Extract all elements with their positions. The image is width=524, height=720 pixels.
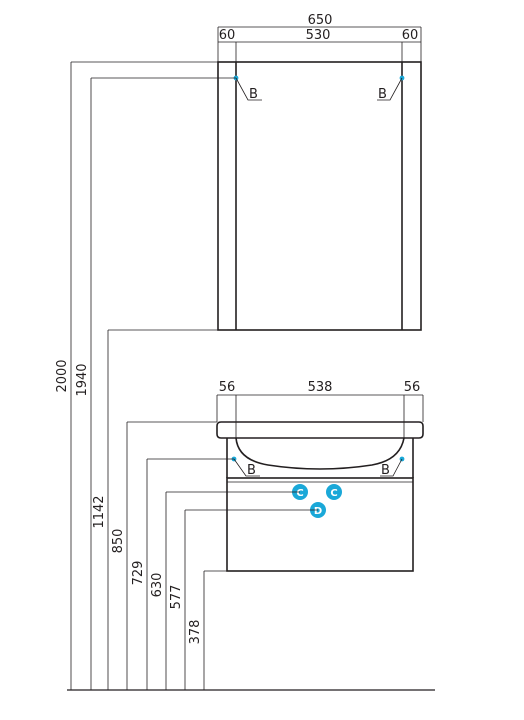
mirror-frame-right-width: 60 xyxy=(402,28,419,43)
vanity-width-dimensions: 56 538 56 xyxy=(216,380,424,438)
mirror xyxy=(217,61,422,331)
height-378: 378 xyxy=(188,620,203,645)
mirror-outer-frame xyxy=(217,61,422,331)
vanity-edge-left-width: 56 xyxy=(219,380,236,395)
height-dimensions: 2000 1940 1142 850 729 630 577 378 xyxy=(55,61,318,690)
mirror-total-width: 650 xyxy=(308,13,333,28)
height-577: 577 xyxy=(169,585,184,610)
vanity-drawer xyxy=(226,477,414,572)
height-630: 630 xyxy=(150,573,165,598)
vanity-mount-label-right: B xyxy=(381,463,390,478)
connection-d-label: D xyxy=(314,506,322,517)
height-1940: 1940 xyxy=(75,363,90,396)
mirror-mount-points: B B xyxy=(233,75,405,102)
mirror-mount-label-right: B xyxy=(378,87,387,102)
vanity-edge-right-width: 56 xyxy=(404,380,421,395)
mirror-frame-left-width: 60 xyxy=(219,28,236,43)
basin-bowl xyxy=(235,437,405,470)
basin-top xyxy=(216,421,424,439)
vanity-mount-points: B B xyxy=(231,456,405,478)
vanity-basin-width: 538 xyxy=(308,380,333,395)
connection-points: C C D xyxy=(292,484,342,518)
connection-c2-marker xyxy=(326,484,342,500)
height-729: 729 xyxy=(131,561,146,586)
mirror-width-dimensions: 650 60 530 60 xyxy=(217,13,422,62)
connection-c2-label: C xyxy=(330,488,337,499)
height-850: 850 xyxy=(111,529,126,554)
mirror-mount-label-left: B xyxy=(249,87,258,102)
vanity-mount-label-left: B xyxy=(247,463,256,478)
mirror-center-width: 530 xyxy=(306,28,331,43)
connection-c1-label: C xyxy=(296,488,303,499)
height-1142: 1142 xyxy=(92,495,107,528)
height-2000: 2000 xyxy=(55,359,70,392)
vanity-unit xyxy=(216,421,424,572)
